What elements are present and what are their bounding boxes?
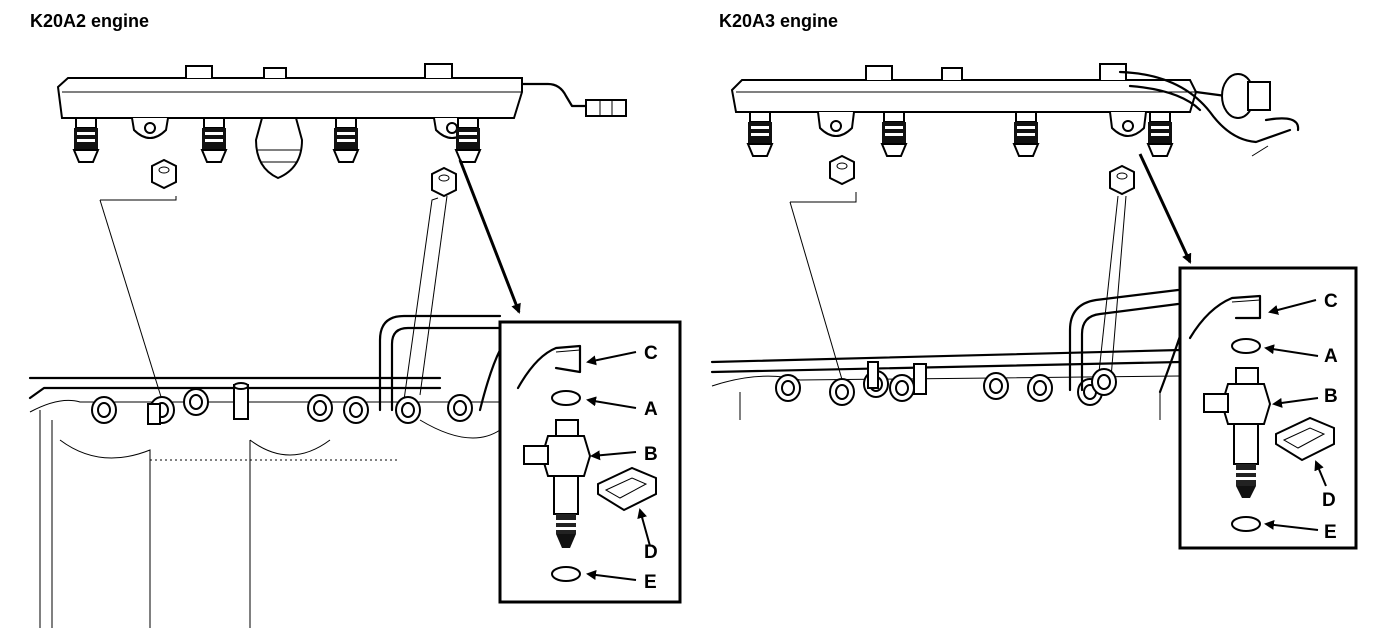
fuel-rail bbox=[730, 79, 1198, 113]
arrow-b bbox=[1272, 397, 1319, 408]
label-a: A bbox=[1324, 346, 1338, 367]
injector-b bbox=[540, 435, 592, 477]
arrow-b bbox=[590, 450, 637, 461]
clip-d bbox=[1275, 416, 1335, 462]
label-e: E bbox=[644, 572, 657, 593]
label-d: D bbox=[1322, 490, 1336, 511]
label-e: E bbox=[1324, 522, 1337, 543]
k20a3-assembly: C A B D E bbox=[710, 63, 1358, 550]
injector-b bbox=[1220, 383, 1272, 425]
clip-d bbox=[597, 466, 657, 512]
label-c: C bbox=[644, 343, 658, 364]
arrow-c bbox=[1268, 299, 1317, 315]
label-c: C bbox=[1324, 291, 1338, 312]
fuel-line bbox=[1118, 70, 1292, 144]
arrow-a bbox=[1264, 344, 1319, 357]
arrow-a bbox=[586, 396, 637, 409]
arrow-e bbox=[586, 570, 637, 581]
cylinder-head bbox=[710, 348, 1182, 374]
arrow-d bbox=[637, 508, 651, 547]
k20a2-assembly: C A B D E bbox=[28, 63, 682, 628]
arrow-c bbox=[586, 351, 637, 366]
k20a2-title: K20A2 engine bbox=[30, 11, 150, 31]
label-b: B bbox=[644, 444, 658, 465]
label-a: A bbox=[644, 399, 658, 420]
pressure-regulator bbox=[254, 117, 304, 180]
k20a3-title: K20A3 engine bbox=[719, 11, 839, 31]
arrow-d bbox=[1314, 460, 1327, 487]
label-d: D bbox=[644, 542, 658, 563]
cylinder-head bbox=[28, 376, 442, 400]
arrow-e bbox=[1264, 519, 1319, 531]
fuel-line bbox=[520, 82, 602, 108]
fuel-rail bbox=[56, 77, 523, 119]
label-b: B bbox=[1324, 386, 1338, 407]
